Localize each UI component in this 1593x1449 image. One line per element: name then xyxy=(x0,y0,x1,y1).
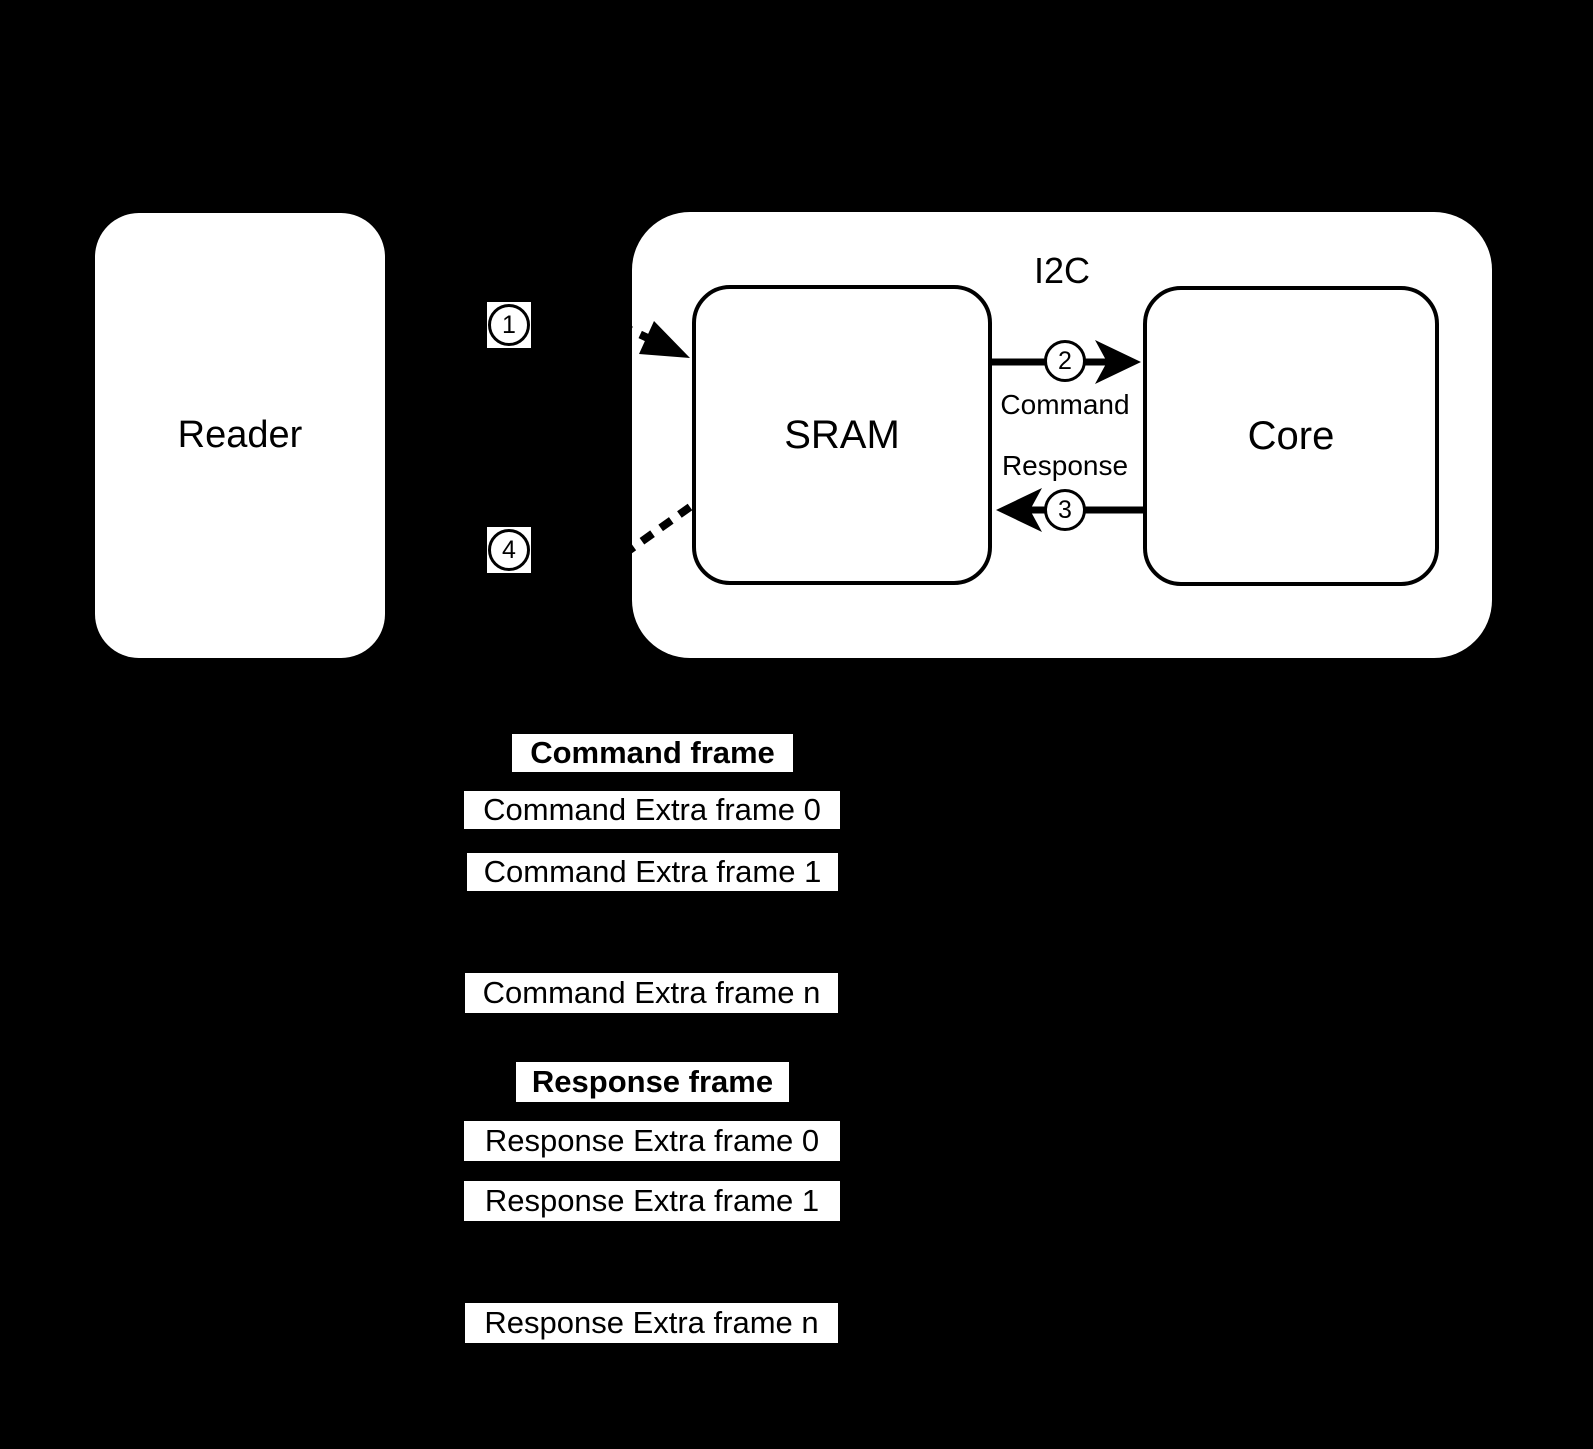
core-box: Core xyxy=(1143,286,1439,586)
command-extra-frame-1: Command Extra frame 1 xyxy=(467,853,838,891)
response-extra-frame-0: Response Extra frame 0 xyxy=(464,1121,840,1161)
response-arrow-label: Response xyxy=(1001,450,1129,481)
i2c-label: I2C xyxy=(1033,250,1091,291)
sram-box: SRAM xyxy=(692,285,992,585)
step3-circled-number: 3 xyxy=(1044,489,1086,531)
step2-badge: 2 xyxy=(1044,340,1086,382)
step1-badge: 1 xyxy=(487,302,531,348)
core-label: Core xyxy=(1247,413,1335,458)
step4-badge: 4 xyxy=(487,527,531,573)
sram-label: SRAM xyxy=(784,412,900,457)
command-arrow-label: Command xyxy=(1000,389,1130,420)
response-frame-header: Response frame xyxy=(516,1062,789,1102)
command-frame-header: Command frame xyxy=(512,734,793,772)
response-extra-frame-n: Response Extra frame n xyxy=(465,1303,838,1343)
step1-circled-number: 1 xyxy=(488,304,530,346)
response-extra-frame-1: Response Extra frame 1 xyxy=(464,1181,840,1221)
command-extra-frame-n: Command Extra frame n xyxy=(465,973,838,1013)
step3-badge: 3 xyxy=(1044,489,1086,531)
reader-label: Reader xyxy=(177,414,303,456)
reader-box: Reader xyxy=(95,213,385,658)
step2-circled-number: 2 xyxy=(1044,340,1086,382)
step4-circled-number: 4 xyxy=(488,529,530,571)
command-extra-frame-0: Command Extra frame 0 xyxy=(464,791,840,829)
